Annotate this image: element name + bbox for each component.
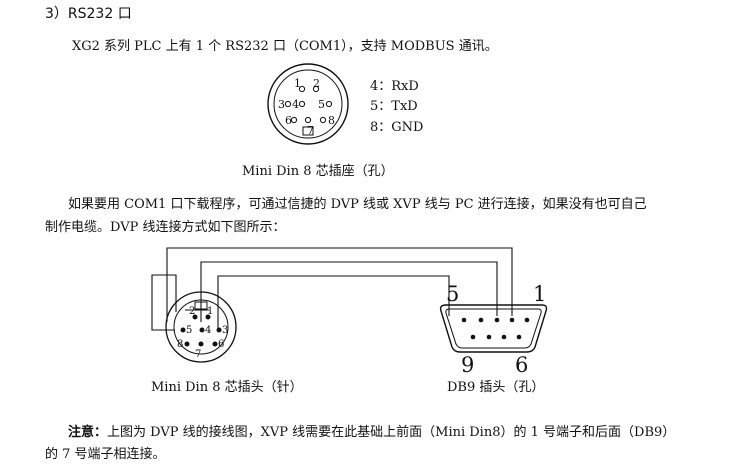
pin-function-gnd: 8：GND <box>370 120 424 135</box>
plug-outer-ring <box>165 291 237 363</box>
db9-label-top-right: 1 <box>533 282 546 306</box>
socket-pin-8 <box>319 116 327 124</box>
plug-key <box>194 301 208 310</box>
socket-pin-label-4: 4 <box>292 98 299 111</box>
socket-pin-1 <box>298 85 306 93</box>
socket-pin-label-5: 5 <box>318 98 325 111</box>
socket-pin-6 <box>290 116 298 124</box>
socket-outer-ring <box>267 63 349 145</box>
plug-pin-label-4: 4 <box>205 325 211 336</box>
socket-pin-5 <box>325 100 333 108</box>
db9-pin-9 <box>470 334 476 340</box>
plug-pin-5 <box>180 327 186 333</box>
plug-pin-1 <box>205 314 211 320</box>
plug-pin-7 <box>198 341 204 347</box>
minidin-socket-diagram <box>267 63 349 145</box>
plug-pin-label-3: 3 <box>222 325 228 336</box>
plug-pin-2 <box>192 314 198 320</box>
plug-pin-label-1: 1 <box>207 306 213 317</box>
socket-caption: Mini Din 8 芯插座（孔） <box>242 164 394 179</box>
paragraph-line-2: 制作电缆。DVP 线连接方式如下图所示： <box>45 220 286 235</box>
pin-function-rxd: 4：RxD <box>370 79 419 94</box>
db9-pin-7 <box>501 334 507 340</box>
socket-pin-label-1: 1 <box>294 77 301 90</box>
plug-pin-6 <box>212 341 218 347</box>
plug-pin-3 <box>216 327 222 333</box>
socket-pin-3 <box>284 100 292 108</box>
socket-pin-2 <box>312 85 320 93</box>
socket-pin-label-7: 7 <box>307 124 314 137</box>
db9-pin-4 <box>478 317 484 323</box>
db9-pin-5 <box>461 317 467 323</box>
db9-pin-6 <box>516 334 522 340</box>
db9-shell-inner <box>445 308 542 349</box>
pin-function-txd: 5：TxD <box>370 99 418 114</box>
note-label: 注意： <box>68 425 108 440</box>
wire-loop <box>151 274 177 331</box>
plug-pin-label-8: 8 <box>177 339 183 350</box>
plug-pin-label-6: 6 <box>218 339 224 350</box>
db9-shell-outer <box>439 304 548 353</box>
wire-rxd <box>166 247 513 322</box>
plug-pin-4 <box>199 327 205 333</box>
plug-pin-label-2: 2 <box>189 306 195 317</box>
wiring-lines <box>151 247 513 331</box>
socket-key-notch <box>302 126 314 136</box>
db9-pin-1 <box>524 317 530 323</box>
wire-gnd <box>217 275 450 331</box>
section-heading: 3）RS232 口 <box>45 6 132 22</box>
db9-caption: DB9 插头（孔） <box>447 380 545 395</box>
intro-text: XG2 系列 PLC 上有 1 个 RS232 口（COM1），支持 MODBU… <box>72 39 498 54</box>
db9-connector-diagram <box>439 304 548 353</box>
socket-pin-7 <box>304 116 312 124</box>
db9-label-top-left: 5 <box>446 282 459 306</box>
paragraph-line-1: 如果要用 COM1 口下载程序，可通过信捷的 DVP 线或 XVP 线与 PC … <box>68 197 647 212</box>
db9-label-bottom-left: 9 <box>461 353 474 377</box>
db9-label-bottom-right: 6 <box>515 353 528 377</box>
socket-pin-label-8: 8 <box>328 114 335 127</box>
plug-inner-ring <box>173 299 229 355</box>
note-text-1: 上图为 DVP 线的接线图，XVP 线需要在此基础上前面（Mini Din8）的… <box>107 425 676 440</box>
note-line-1: 注意：上图为 DVP 线的接线图，XVP 线需要在此基础上前面（Mini Din… <box>68 425 675 441</box>
socket-pin-label-3: 3 <box>278 98 285 111</box>
socket-pin-4 <box>298 100 306 108</box>
minidin-plug-diagram <box>165 291 237 363</box>
db9-pin-3 <box>494 317 500 323</box>
plug-pin-label-5: 5 <box>186 325 192 336</box>
db9-pin-2 <box>509 317 515 323</box>
plug-pin-label-7: 7 <box>195 349 201 360</box>
note-line-2: 的 7 号端子相连接。 <box>45 447 166 462</box>
minidin-plug-caption: Mini Din 8 芯插头（针） <box>151 380 303 395</box>
socket-pin-label-6: 6 <box>285 114 292 127</box>
socket-pin-label-2: 2 <box>313 77 320 90</box>
socket-inner-ring <box>273 69 343 139</box>
db9-pin-8 <box>486 334 492 340</box>
plug-pin-8 <box>184 341 190 347</box>
